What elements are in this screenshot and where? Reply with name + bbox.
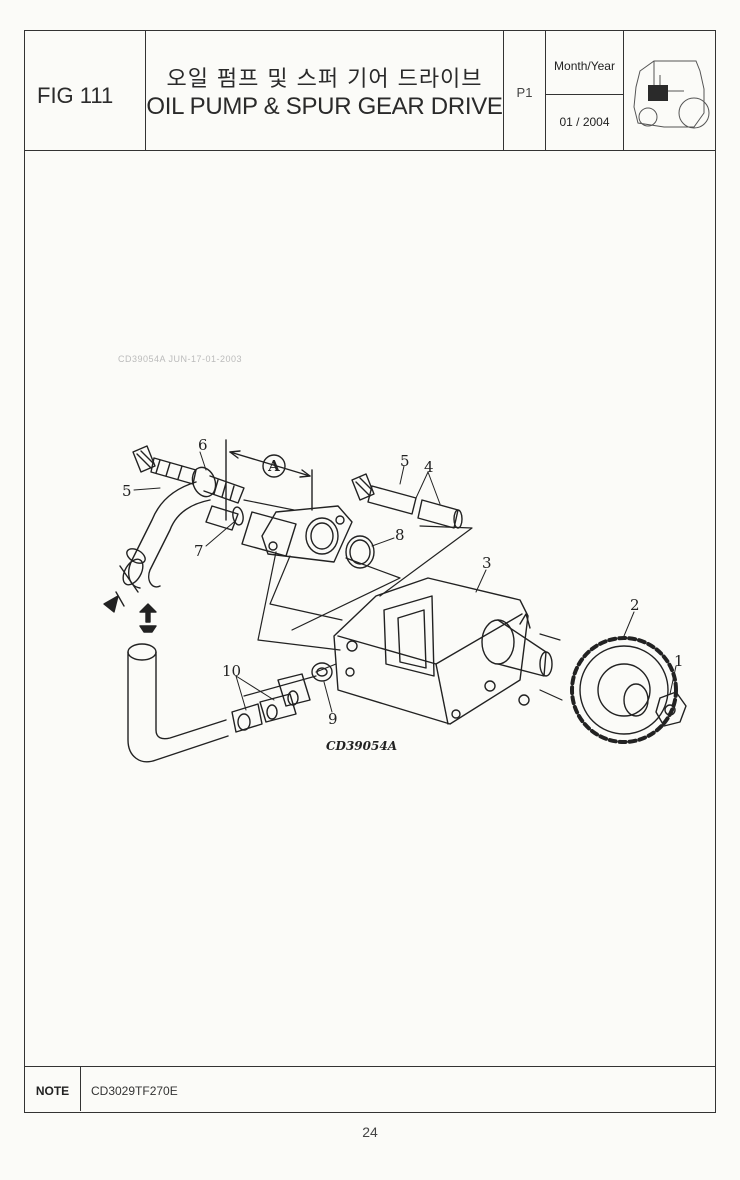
title-cell: 오일 펌프 및 스퍼 기어 드라이브 OIL PUMP & SPUR GEAR … bbox=[146, 31, 504, 150]
callout-7: 7 bbox=[194, 542, 204, 560]
oil-pump-body bbox=[333, 577, 553, 725]
nut-1 bbox=[655, 691, 687, 727]
callout-6: 6 bbox=[198, 436, 208, 454]
tractor-icon bbox=[633, 60, 710, 129]
assembly-lines bbox=[243, 499, 563, 701]
seal-ring-7 bbox=[232, 506, 244, 526]
callout-5-right: 5 bbox=[400, 452, 410, 470]
washer-9 bbox=[311, 662, 333, 682]
icon-cell bbox=[624, 31, 715, 150]
seal-ring-8 bbox=[345, 535, 375, 569]
page-number: 24 bbox=[362, 1124, 378, 1140]
detail-label-circle bbox=[262, 454, 286, 478]
bolt-5-right bbox=[351, 473, 417, 515]
date-heading: Month/Year bbox=[546, 31, 623, 95]
spur-gear-2 bbox=[570, 636, 678, 744]
bolt-5-left bbox=[132, 445, 197, 485]
bent-oil-tube bbox=[119, 481, 239, 593]
pump-flange bbox=[241, 505, 353, 563]
banjo-fitting-6 bbox=[191, 466, 245, 504]
detail-dimension-a bbox=[225, 439, 313, 521]
callout-4: 4 bbox=[424, 458, 434, 476]
callout-9: 9 bbox=[328, 710, 338, 728]
diagram-caption: CD39054A bbox=[326, 739, 397, 753]
page-label: P1 bbox=[516, 85, 533, 100]
page-cell: P1 bbox=[504, 31, 546, 150]
page-frame: FIG 111 오일 펌프 및 스퍼 기어 드라이브 OIL PUMP & SP… bbox=[24, 30, 716, 1113]
callout-8: 8 bbox=[395, 526, 405, 544]
callout-3: 3 bbox=[482, 554, 492, 572]
leader-lines bbox=[133, 451, 677, 713]
header-table: FIG 111 오일 펌프 및 스퍼 기어 드라이브 OIL PUMP & SP… bbox=[25, 31, 715, 151]
detail-label-a: A bbox=[267, 457, 280, 475]
callout-2: 2 bbox=[630, 596, 640, 614]
callout-10: 10 bbox=[222, 662, 241, 680]
note-label: NOTE bbox=[25, 1067, 81, 1111]
fig-cell: FIG 111 bbox=[25, 31, 146, 150]
note-text: CD3029TF270E bbox=[91, 1084, 178, 1098]
date-value: 01 / 2004 bbox=[559, 115, 610, 129]
image-reference-code: CD39054A JUN-17-01-2003 bbox=[118, 354, 243, 364]
callout-1: 1 bbox=[674, 652, 684, 670]
callout-5-left: 5 bbox=[122, 482, 132, 500]
note-bar: NOTE CD3029TF270E bbox=[25, 1066, 715, 1112]
fig-label: FIG 111 bbox=[37, 83, 114, 108]
flow-arrows bbox=[103, 591, 157, 633]
title-korean: 오일 펌프 및 스퍼 기어 드라이브 bbox=[166, 67, 483, 92]
title-english: OIL PUMP & SPUR GEAR DRIVE bbox=[146, 93, 503, 120]
date-cell: Month/Year 01 / 2004 bbox=[546, 31, 624, 150]
lower-hose bbox=[127, 643, 311, 763]
